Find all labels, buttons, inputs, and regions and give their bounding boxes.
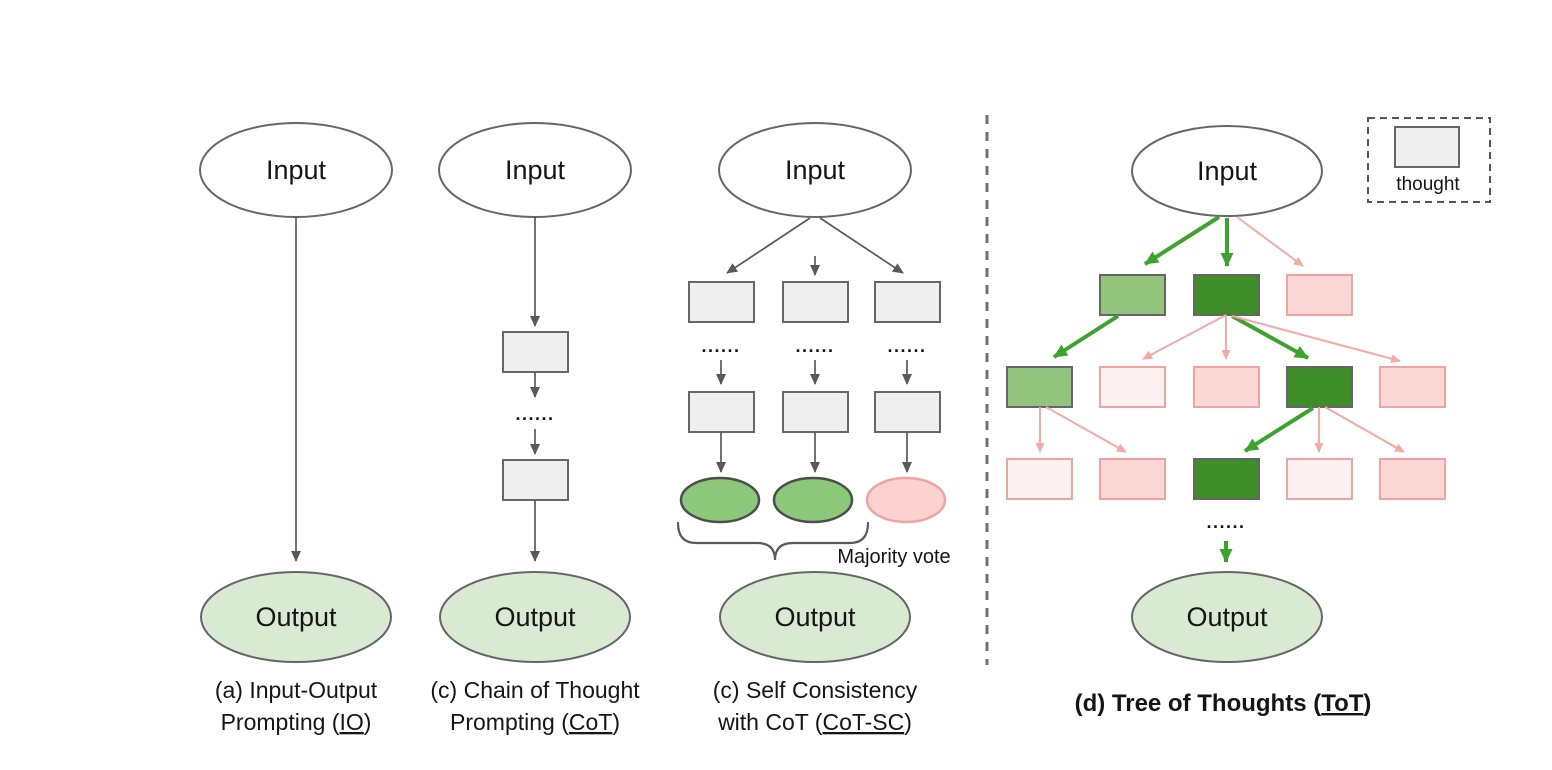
thought-box (688, 391, 755, 433)
output-node (1131, 571, 1323, 663)
green-arrow (1243, 406, 1315, 453)
input-node (1131, 125, 1323, 217)
arrow (819, 217, 904, 274)
pink-arrow (1231, 315, 1401, 364)
output-node (719, 571, 911, 663)
legend-thought-swatch (1394, 126, 1460, 168)
result-node-pink (865, 476, 947, 524)
thought-box-pink-faint (1006, 458, 1073, 500)
pink-arrow (1045, 406, 1127, 453)
thought-box-green-dark (1193, 458, 1260, 500)
diagram-cot-sc: Input ...... ...... ...... Majority vote… (676, 122, 951, 735)
thought-box (688, 281, 755, 323)
output-node (439, 571, 631, 663)
pink-arrow (1324, 406, 1405, 453)
thought-box (874, 391, 941, 433)
legend-thought: thought (1367, 117, 1491, 203)
thought-box (502, 459, 569, 501)
thought-box-pink (1099, 458, 1166, 500)
thought-box-green-dark (1193, 274, 1260, 316)
output-label: Output (1186, 602, 1268, 632)
green-arrow (1143, 215, 1221, 266)
thought-box-pink (1379, 458, 1446, 500)
dots-ellipsis: ...... (515, 404, 554, 424)
output-label: Output (774, 602, 856, 632)
dots-ellipsis: ...... (795, 336, 834, 356)
caption-tot: (d) Tree of Thoughts (ToT) (1075, 690, 1372, 717)
thought-box (782, 391, 849, 433)
input-node (718, 122, 912, 218)
green-arrow (1052, 314, 1120, 359)
input-label: Input (785, 155, 846, 185)
legend-label: thought (1396, 174, 1460, 195)
thought-box-pink-faint (1099, 366, 1166, 408)
dots-ellipsis: ...... (887, 336, 926, 356)
result-node-green (772, 476, 854, 524)
thought-box-pink (1379, 366, 1446, 408)
input-label: Input (505, 155, 566, 185)
pink-arrow (1142, 314, 1227, 360)
pink-arrow (1236, 216, 1304, 267)
thought-box-green-dark (1286, 366, 1353, 408)
legend-frame (1367, 117, 1491, 203)
thought-box (502, 331, 569, 373)
caption-io-line2: Prompting (IO) (221, 709, 372, 735)
thought-box-green-mid (1006, 366, 1073, 408)
caption-cot-line1: (c) Chain of Thought (430, 677, 640, 703)
dots-ellipsis: ...... (1206, 512, 1245, 532)
majority-vote-brace (676, 521, 870, 561)
arrow (726, 217, 811, 274)
output-label: Output (255, 602, 337, 632)
thought-box-pink (1193, 366, 1260, 408)
output-node (200, 571, 392, 663)
caption-io-line1: (a) Input-Output (215, 677, 378, 703)
caption-cotsc-line2: with CoT (CoT-SC) (717, 709, 912, 735)
diagram-io: Input Output (a) Input-Output Prompting … (199, 122, 393, 735)
thought-box-pink-faint (1286, 458, 1353, 500)
diagram-tot: Input thought (1006, 117, 1491, 717)
thought-box-green-mid (1099, 274, 1166, 316)
output-label: Output (494, 602, 576, 632)
thought-box-pink (1286, 274, 1353, 316)
caption-cotsc-line1: (c) Self Consistency (713, 677, 918, 703)
majority-vote-label: Majority vote (837, 546, 950, 568)
diagram-cot: Input ...... Output (c) Chain of Thought… (430, 122, 640, 735)
thought-box (874, 281, 941, 323)
caption-cot-line2: Prompting (CoT) (450, 709, 620, 735)
result-node-green (679, 476, 761, 524)
input-label: Input (1197, 156, 1258, 186)
green-arrow (1231, 314, 1309, 360)
dots-ellipsis: ...... (701, 336, 740, 356)
input-label: Input (266, 155, 327, 185)
thought-box (782, 281, 849, 323)
